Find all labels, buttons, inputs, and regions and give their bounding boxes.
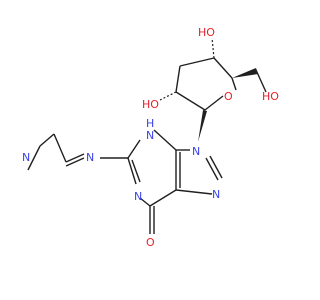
atom-label-ho-c5: HO: [262, 90, 279, 103]
bond: [179, 57, 215, 67]
bond: [175, 91, 206, 111]
bond: [153, 129, 177, 151]
bond: [127, 139, 141, 159]
bond: [39, 133, 55, 147]
bond: [175, 65, 181, 93]
bond: [255, 69, 267, 93]
bond: [231, 77, 237, 91]
hash-bond: [159, 91, 177, 101]
bond: [65, 153, 85, 163]
bond: [53, 133, 67, 163]
bond: [205, 157, 219, 181]
atom-label-ho-c3: HO: [142, 98, 159, 111]
bond: [139, 197, 151, 207]
bond: [27, 145, 41, 171]
atom-label-ring-oxygen: O: [224, 90, 233, 103]
atom-label-amidine-n: N: [86, 151, 94, 164]
atom-label-o6: O: [146, 236, 155, 249]
atom-label-n3: N: [146, 129, 154, 142]
atom-label-n1: N: [134, 190, 142, 203]
atom-label-n9: N: [192, 145, 200, 158]
bond: [127, 157, 137, 185]
bond: [213, 57, 233, 79]
atom-label-dimethyl-n: N: [22, 151, 30, 164]
wedge-bond: [198, 110, 207, 142]
bond: [175, 189, 213, 195]
bond: [65, 157, 85, 167]
hash-bond: [211, 37, 215, 59]
atom-label-n7: N: [212, 188, 220, 201]
molecule-structure: HO HO HO O N N H N N N N O: [22, 26, 279, 249]
bond: [209, 155, 223, 179]
bond: [149, 189, 177, 207]
atom-labels: HO HO HO O N N H N N N N O: [22, 26, 279, 249]
atom-label-h-n3: H: [146, 117, 154, 130]
atom-label-ho-c2: HO: [198, 26, 215, 39]
bond: [131, 159, 141, 183]
wedge-bond: [232, 68, 258, 78]
bond: [204, 95, 224, 111]
bonds: [27, 37, 267, 234]
